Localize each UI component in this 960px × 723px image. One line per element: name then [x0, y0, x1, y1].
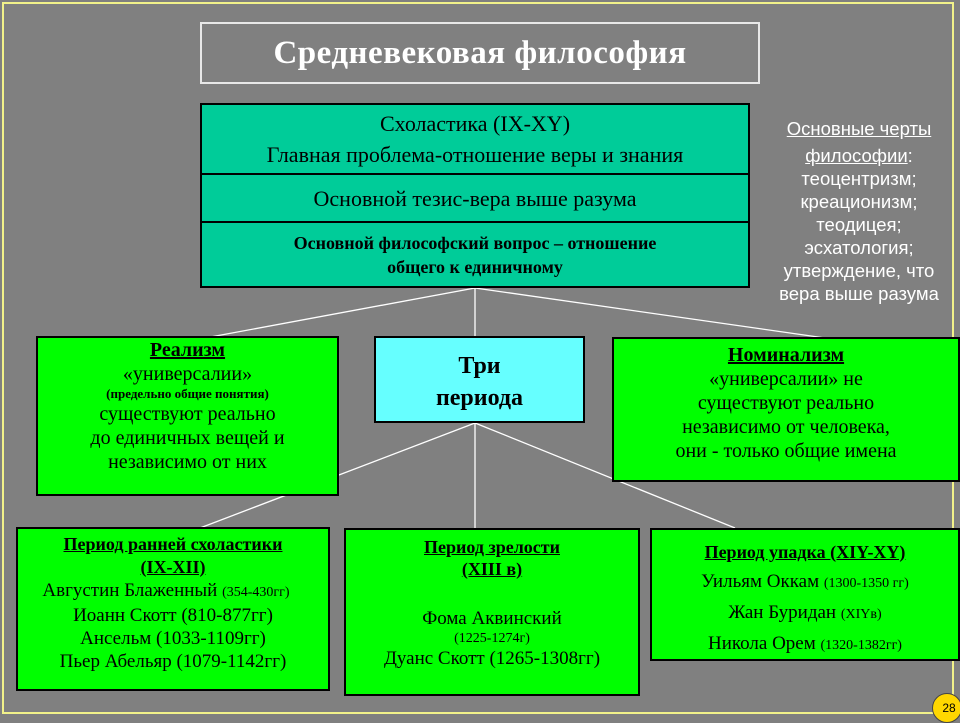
early-person-1: Августин Блаженный (354-430гг): [4, 579, 328, 604]
decline-period-title: Период упадка (XIY-XY): [704, 542, 906, 562]
decline-person-2-dates: (XIYв): [840, 607, 882, 622]
early-person-1-name: Августин Блаженный: [42, 580, 223, 601]
slide-title: Средневековая философия: [200, 22, 760, 84]
features-heading-2-wrap: философии:: [755, 144, 960, 167]
three-periods-line-1: Три: [458, 353, 501, 379]
decline-person-3-name: Никола Орем: [708, 633, 821, 654]
nominalism-line-2: существуют реально: [697, 392, 875, 414]
realism-note: (предельно общие понятия): [106, 386, 269, 401]
mature-person-2: Дуанс Скотт (1265-1308гг): [383, 648, 601, 669]
mature-person-1-name: Фома Аквинский: [422, 608, 562, 629]
scholastic-header: Схоластика (IX-XY) Главная проблема-отно…: [202, 105, 748, 175]
realism-title: Реализм: [149, 339, 226, 361]
decline-person-2: Жан Буридан (XIYв): [652, 598, 958, 629]
early-person-2: Иоанн Скотт (810-877гг): [73, 605, 273, 626]
decline-person-2-name: Жан Буридан: [728, 602, 841, 623]
mature-period-box: Период зрелости (XIII в) Фома Аквинский …: [344, 528, 640, 696]
realism-line-2: существуют реально: [99, 403, 276, 425]
realism-line-3: до единичных вещей и: [90, 427, 285, 449]
mature-person-1-dates: (1225-1274г): [454, 631, 530, 646]
feature-item: креационизм;: [800, 191, 918, 212]
realism-box: Реализм «универсалии» (предельно общие п…: [36, 336, 339, 496]
early-person-1-dates: (354-430гг): [222, 585, 290, 600]
decline-person-3-dates: (1320-1382гг): [820, 638, 902, 653]
early-person-4: Пьер Абельяр (1079-1142гг): [59, 651, 287, 672]
feature-item: вера выше разума: [779, 283, 939, 304]
decline-person-1: Уильям Оккам (1300-1350 гг): [652, 567, 958, 598]
question-line-1: Основной философский вопрос – отношение: [293, 233, 657, 253]
nominalism-title: Номинализм: [727, 344, 845, 366]
nominalism-line-1: «универсалии» не: [709, 368, 863, 390]
three-periods-line-2: периода: [435, 385, 524, 411]
nominalism-line-4: они - только общие имена: [675, 440, 897, 462]
features-note: Основные черты философии: теоцентризм; к…: [755, 117, 960, 305]
mature-period-span: (XIII в): [461, 559, 523, 579]
scholastic-thesis: Основной тезис-вера выше разума: [202, 175, 748, 223]
features-heading-1: Основные черты: [786, 118, 932, 139]
slide-number-badge: 28: [932, 693, 960, 723]
early-period-box: Период ранней схоластики (IX-XII) Август…: [16, 527, 330, 691]
early-person-3: Ансельм (1033-1109гг): [80, 628, 266, 649]
feature-item: теодицея;: [816, 214, 902, 235]
early-period-title: Период ранней схоластики: [63, 534, 283, 554]
early-period-span: (IX-XII): [140, 557, 206, 577]
nominalism-line-3: независимо от человека,: [682, 416, 890, 438]
decline-person-1-name: Уильям Оккам: [701, 571, 824, 592]
mature-period-title: Период зрелости: [424, 537, 560, 557]
scholastic-main-problem: Главная проблема-отношение веры и знания: [266, 142, 684, 167]
feature-item: теоцентризм;: [801, 168, 917, 189]
feature-item: утверждение, что: [783, 260, 935, 281]
three-periods-box: Три периода: [374, 336, 585, 423]
scholastic-question: Основной философский вопрос – отношение …: [202, 223, 748, 286]
decline-period-box: Период упадка (XIY-XY) Уильям Оккам (130…: [650, 528, 960, 661]
nominalism-box: Номинализм «универсалии» не существуют р…: [612, 337, 960, 482]
realism-line-4: независимо от них: [108, 451, 267, 473]
scholastic-period: Схоластика (IX-XY): [379, 111, 571, 136]
features-heading-colon: :: [907, 145, 913, 166]
realism-line-1: «универсалии»: [122, 363, 253, 385]
question-line-2: общего к единичному: [387, 257, 563, 277]
features-heading-2: философии: [805, 145, 908, 166]
decline-person-1-dates: (1300-1350 гг): [823, 576, 909, 591]
decline-person-3: Никола Орем (1320-1382гг): [652, 629, 958, 660]
scholastic-block: Схоластика (IX-XY) Главная проблема-отно…: [200, 103, 750, 288]
feature-item: эсхатология;: [804, 237, 914, 258]
